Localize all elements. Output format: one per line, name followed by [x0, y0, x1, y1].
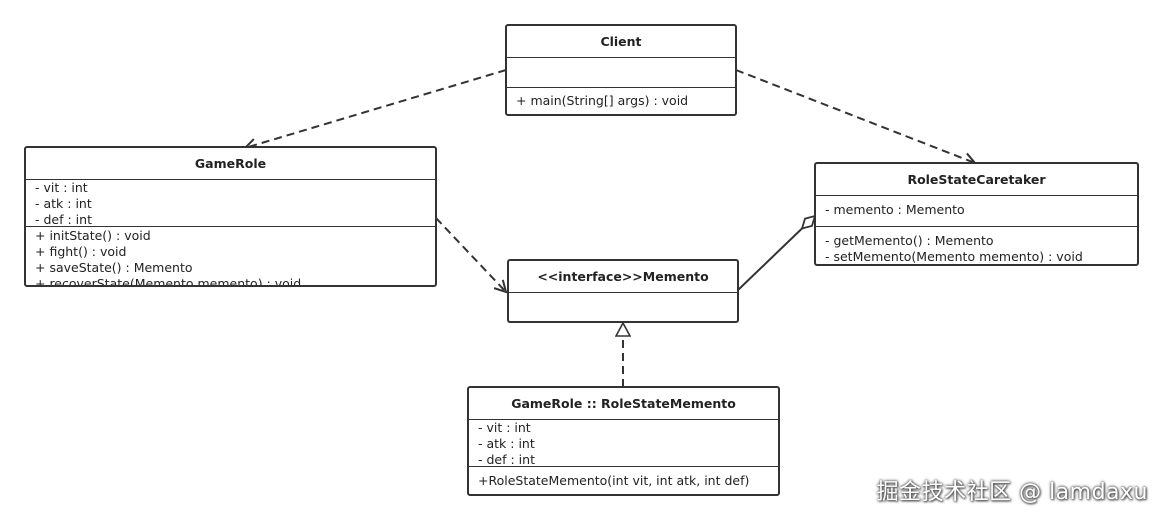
attribute: - def : int [35, 212, 92, 227]
dependency-gamerole-to-memento [435, 217, 506, 292]
class-gamerole[interactable]: GameRole - vit : int - atk : int - def :… [24, 146, 437, 287]
operation: + main(String[] args) : void [516, 93, 689, 108]
attribute: - vit : int [478, 420, 531, 435]
attribute: - atk : int [478, 436, 535, 451]
attributes-section: - memento : Memento [816, 196, 1137, 226]
class-name: GameRole :: RoleStateMemento [469, 388, 778, 420]
operation: + initState() : void [35, 228, 151, 243]
attribute: - atk : int [35, 196, 92, 211]
attribute: - vit : int [35, 180, 88, 195]
attribute: - memento : Memento [825, 202, 965, 217]
operation: + fight() : void [35, 244, 127, 259]
attributes-section: - vit : int - atk : int - def : int [469, 420, 778, 467]
attribute: - def : int [478, 452, 535, 467]
operations-section: - getMemento() : Memento - setMemento(Me… [816, 226, 1137, 264]
class-name: GameRole [26, 148, 435, 180]
operation: + recoverState(Memento memento) : void [35, 276, 302, 287]
class-rolestatecaretaker[interactable]: RoleStateCaretaker - memento : Memento -… [814, 162, 1139, 266]
dependency-client-to-caretaker [735, 69, 975, 163]
operation: + saveState() : Memento [35, 260, 193, 275]
class-name: RoleStateCaretaker [816, 164, 1137, 196]
operations-section: + main(String[] args) : void [507, 87, 735, 114]
aggregation-caretaker-memento [736, 214, 817, 292]
interface-memento[interactable]: <<interface>>Memento [507, 259, 739, 323]
operation: - getMemento() : Memento [825, 233, 994, 248]
operations-section: + initState() : void + fight() : void + … [26, 226, 435, 287]
attributes-section [507, 58, 735, 87]
class-client[interactable]: Client + main(String[] args) : void [505, 24, 737, 116]
class-rolestatememento[interactable]: GameRole :: RoleStateMemento - vit : int… [467, 386, 780, 496]
attributes-section [509, 293, 737, 321]
operation: +RoleStateMemento(int vit, int atk, int … [478, 473, 750, 488]
operations-section: +RoleStateMemento(int vit, int atk, int … [469, 466, 778, 494]
dependency-client-to-gamerole [245, 69, 507, 148]
operation: - setMemento(Memento memento) : void [825, 249, 1083, 264]
attributes-section: - vit : int - atk : int - def : int [26, 180, 435, 227]
class-name: Client [507, 26, 735, 58]
class-name: <<interface>>Memento [509, 261, 737, 293]
watermark: 掘金技术社区 @ lamdaxu [876, 480, 1148, 505]
